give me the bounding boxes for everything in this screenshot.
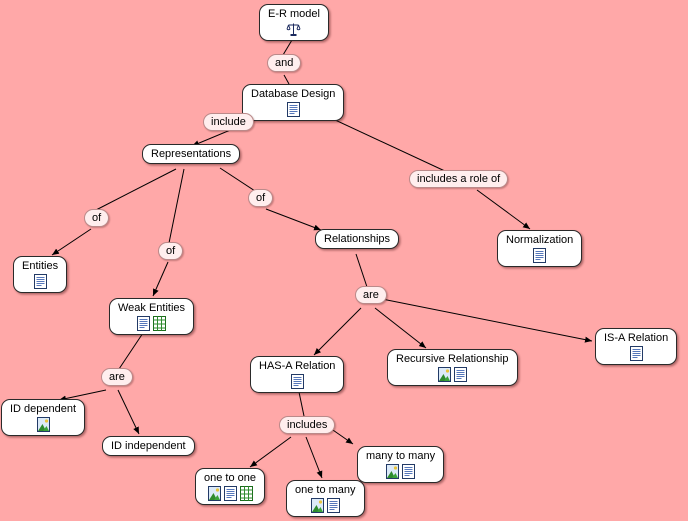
resource-icons xyxy=(287,102,300,117)
edge-line xyxy=(313,307,362,356)
concept-label: Normalization xyxy=(506,234,574,246)
image-icon[interactable] xyxy=(37,417,50,432)
resource-icons xyxy=(386,464,415,479)
doc-icon[interactable] xyxy=(287,102,300,117)
concept-id-independent[interactable]: ID independent xyxy=(102,436,195,456)
doc-icon[interactable] xyxy=(224,486,237,501)
concept-label: E-R model xyxy=(268,8,320,20)
concept-label: ID independent xyxy=(111,440,186,452)
concept-normalization[interactable]: Normalization xyxy=(497,230,583,267)
doc-icon[interactable] xyxy=(402,464,415,479)
linking-phrase-includes-a-role-of[interactable]: includes a role of xyxy=(409,170,509,188)
concept-er-model[interactable]: E-R model xyxy=(259,4,329,41)
resource-icons xyxy=(533,248,546,263)
edge-line xyxy=(282,39,293,56)
edge-line xyxy=(381,298,593,343)
concept-many-to-many[interactable]: many to many xyxy=(357,446,445,483)
linking-phrase-of-weak-entities[interactable]: of xyxy=(158,242,184,260)
doc-icon[interactable] xyxy=(291,374,304,389)
image-icon[interactable] xyxy=(311,498,324,513)
edge-line xyxy=(298,391,305,417)
edge-line xyxy=(168,168,185,244)
concept-label: Recursive Relationship xyxy=(396,353,509,365)
concept-label: IS-A Relation xyxy=(604,332,669,344)
resource-icons xyxy=(34,274,47,289)
concept-label: Entities xyxy=(22,260,59,272)
concept-id-dependent[interactable]: ID dependent xyxy=(1,399,86,436)
resource-icons xyxy=(208,486,253,501)
edge-line xyxy=(329,427,354,445)
doc-icon[interactable] xyxy=(533,248,546,263)
concept-label: one to one xyxy=(204,472,256,484)
doc-icon[interactable] xyxy=(327,498,340,513)
linking-phrase-includes[interactable]: includes xyxy=(279,416,336,434)
edge-line xyxy=(283,74,290,85)
doc-icon[interactable] xyxy=(137,316,150,331)
edge-line xyxy=(305,436,323,479)
image-icon[interactable] xyxy=(386,464,399,479)
concept-label: many to many xyxy=(366,450,436,462)
edge-line xyxy=(249,436,292,468)
edge-line xyxy=(476,189,531,230)
linking-phrase-include[interactable]: include xyxy=(203,113,254,131)
concept-representations[interactable]: Representations xyxy=(142,144,241,164)
image-icon[interactable] xyxy=(208,486,221,501)
resource-icons xyxy=(37,417,50,432)
edge-line xyxy=(374,307,427,349)
concept-label: Representations xyxy=(151,148,232,160)
table-icon[interactable] xyxy=(240,486,253,501)
edge-line xyxy=(117,389,140,435)
table-icon[interactable] xyxy=(153,316,166,331)
concept-database-design[interactable]: Database Design xyxy=(242,84,345,121)
edge-line xyxy=(355,253,368,288)
linking-phrase-are-relationships[interactable]: are xyxy=(355,286,387,304)
edge-line xyxy=(51,228,92,256)
edge-line xyxy=(265,208,322,231)
concept-label: Database Design xyxy=(251,88,336,100)
concept-relationships[interactable]: Relationships xyxy=(315,229,400,249)
concept-label: HAS-A Relation xyxy=(259,360,336,372)
image-icon[interactable] xyxy=(438,367,451,382)
edge-line xyxy=(58,389,107,402)
resource-icons xyxy=(311,498,340,513)
concept-label: ID dependent xyxy=(10,403,77,415)
resource-icons xyxy=(286,22,301,37)
concept-label: Relationships xyxy=(324,233,391,245)
linking-phrase-and[interactable]: and xyxy=(267,54,302,72)
concept-label: Weak Entities xyxy=(118,302,186,314)
concept-one-to-one[interactable]: one to one xyxy=(195,468,265,505)
linking-phrase-are-weak-entities[interactable]: are xyxy=(101,368,133,386)
concept-entities[interactable]: Entities xyxy=(13,256,68,293)
linking-phrase-of-entities[interactable]: of xyxy=(84,209,110,227)
doc-icon[interactable] xyxy=(630,346,643,361)
concept-label: one to many xyxy=(295,484,356,496)
edge-line xyxy=(95,168,177,211)
resource-icons xyxy=(630,346,643,361)
doc-icon[interactable] xyxy=(454,367,467,382)
concept-weak-entities[interactable]: Weak Entities xyxy=(109,298,195,335)
edge-line xyxy=(219,167,256,192)
concept-is-a-relation[interactable]: IS-A Relation xyxy=(595,328,678,365)
resource-icons xyxy=(137,316,166,331)
resource-icons xyxy=(291,374,304,389)
resource-icons xyxy=(438,367,467,382)
doc-icon[interactable] xyxy=(34,274,47,289)
linking-phrase-of-relationships[interactable]: of xyxy=(248,189,274,207)
concept-one-to-many[interactable]: one to many xyxy=(286,480,365,517)
concept-recursive-relationship[interactable]: Recursive Relationship xyxy=(387,349,518,386)
concept-has-a-relation[interactable]: HAS-A Relation xyxy=(250,356,345,393)
scales-icon[interactable] xyxy=(286,22,301,37)
edge-line xyxy=(118,332,144,370)
edge-line xyxy=(332,118,448,173)
edge-line xyxy=(152,261,169,297)
